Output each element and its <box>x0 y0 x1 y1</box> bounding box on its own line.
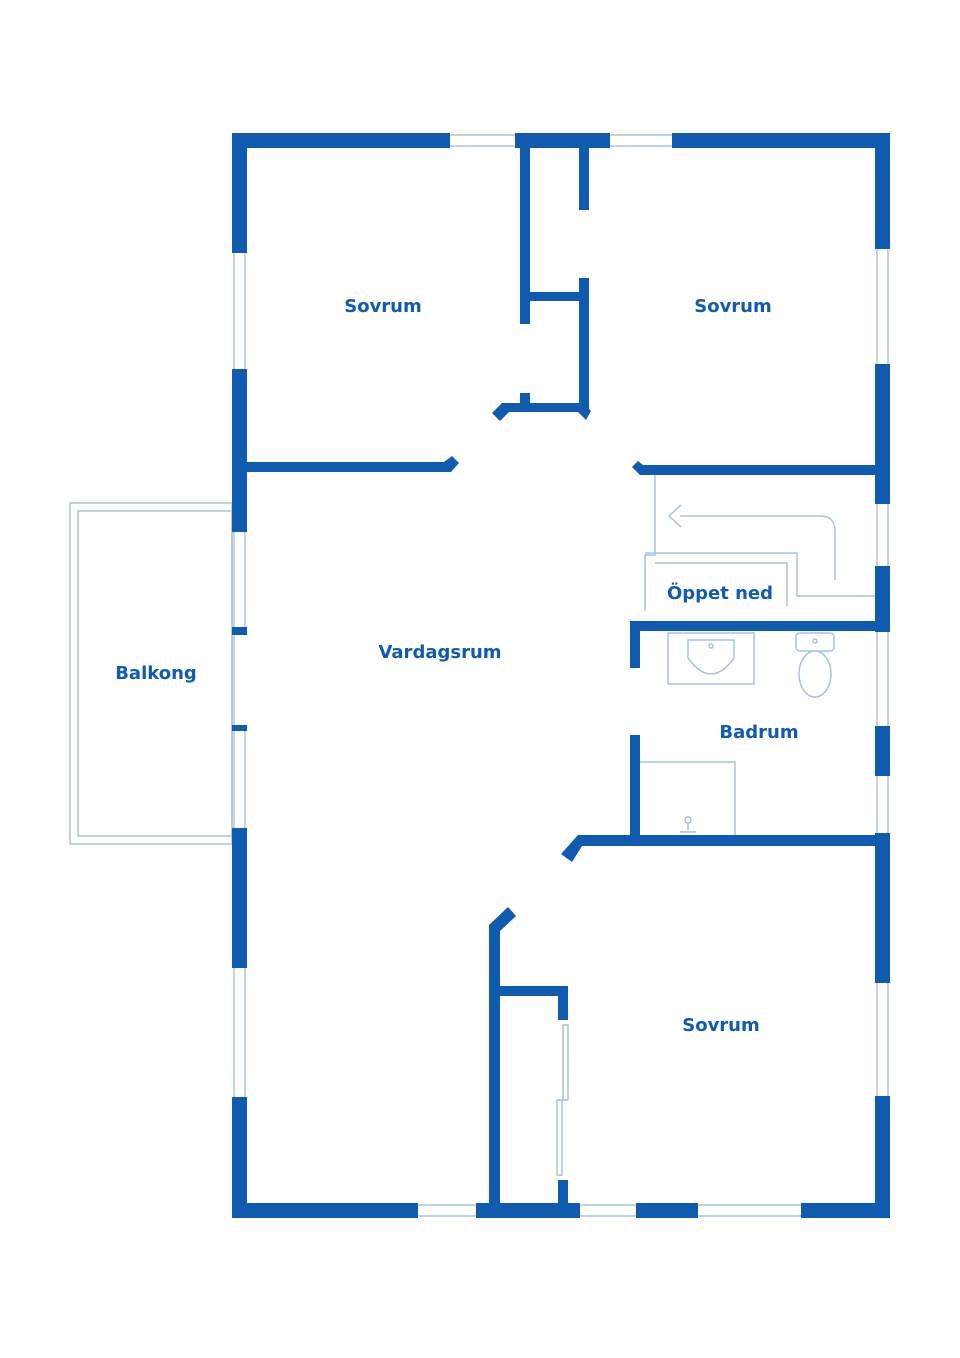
room-label-sovrum-bottom: Sovrum <box>682 1015 760 1036</box>
room-label-sovrum-top-left: Sovrum <box>344 296 422 317</box>
shower-icon <box>640 761 736 835</box>
sink-icon <box>667 632 755 685</box>
room-label-vardagsrum: Vardagsrum <box>378 642 501 663</box>
closet-sliding-door <box>556 1024 569 1176</box>
interior-walls <box>245 146 877 1205</box>
room-label-sovrum-top-right: Sovrum <box>694 296 772 317</box>
arrow-left-icon <box>667 504 682 528</box>
windows <box>233 134 889 1217</box>
toilet-icon <box>795 632 835 698</box>
exterior-walls <box>232 133 890 1218</box>
room-label-oppet-ned: Öppet ned <box>667 582 773 604</box>
room-label-balkong: Balkong <box>115 663 197 684</box>
room-label-badrum: Badrum <box>719 722 798 743</box>
staircase <box>644 475 875 611</box>
balcony-outline <box>69 502 233 845</box>
